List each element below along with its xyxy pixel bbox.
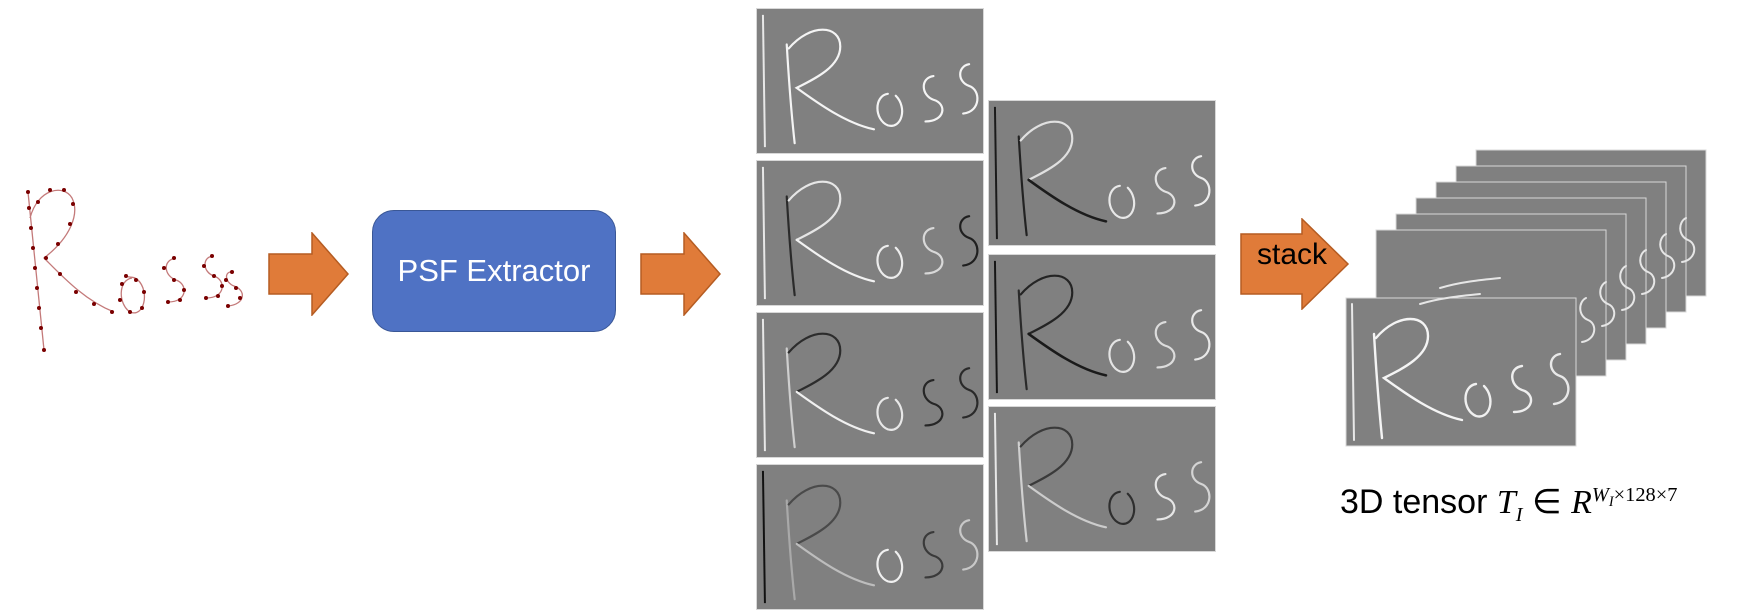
feature-map-2 (756, 160, 984, 306)
feature-map-7 (988, 406, 1216, 552)
psf-extractor-block: PSF Extractor (372, 210, 616, 332)
arrow-to-feature-maps (640, 232, 721, 316)
psf-extractor-label: PSF Extractor (397, 253, 591, 288)
element-of-symbol: ∈ (1532, 484, 1562, 521)
feature-map-6 (988, 254, 1216, 400)
feature-map-4 (756, 464, 984, 610)
stacked-tensor (1345, 149, 1707, 447)
tensor-symbol: T (1496, 484, 1516, 521)
exponent-width-symbol: W (1591, 483, 1609, 506)
feature-map-1 (756, 8, 984, 154)
exponent-width-subscript: I (1608, 493, 1614, 510)
feature-map-3 (756, 312, 984, 458)
input-trajectory (26, 188, 243, 352)
tensor-symbol-subscript: I (1515, 503, 1523, 526)
exponent-dimensions: ×128×7 (1613, 483, 1678, 506)
feature-map-5 (988, 100, 1216, 246)
tensor-label-prefix: 3D tensor (1340, 483, 1488, 521)
real-space-symbol: R (1571, 484, 1592, 521)
stack-label: stack (1256, 238, 1328, 271)
tensor-label: 3D tensor TI ∈ RWI×128×7 (1340, 482, 1677, 527)
arrow-to-extractor (268, 232, 349, 316)
stack-arrow (1240, 218, 1350, 310)
